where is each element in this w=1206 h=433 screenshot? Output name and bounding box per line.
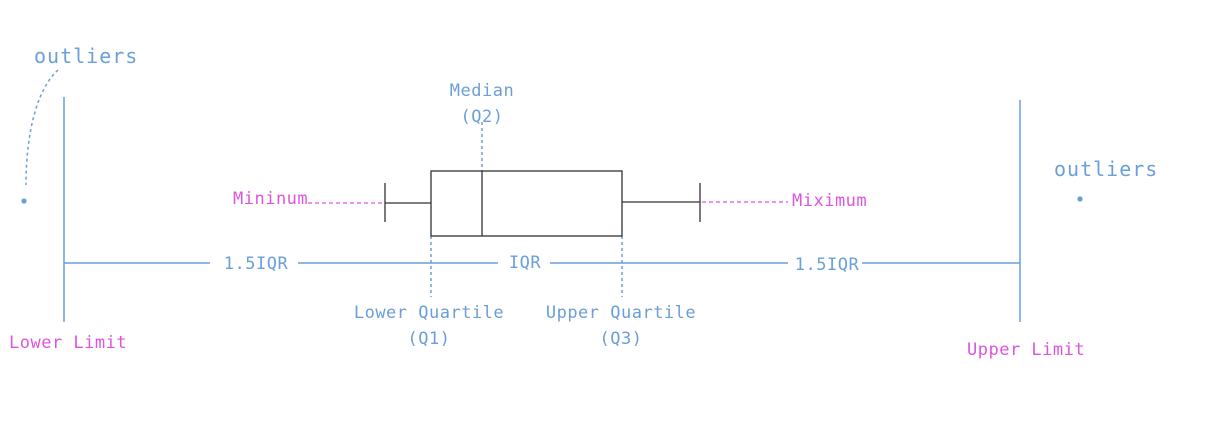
outliers-left-label: outliers (34, 44, 138, 68)
maximum-label: Miximum (792, 191, 867, 211)
upper-limit-label: Upper Limit (967, 340, 1085, 360)
median-q2-label: (Q2) (461, 107, 504, 127)
q1-sub-label: (Q1) (408, 329, 451, 349)
minimum-label: Mininum (233, 189, 308, 209)
iqr-box (430, 170, 623, 237)
q3-sub-label: (Q3) (600, 329, 643, 349)
lower-iqr-label: 1.5IQR (224, 254, 289, 274)
iqr-label: IQR (509, 253, 541, 273)
outlier-point-left (21, 198, 27, 204)
upper-iqr-label: 1.5IQR (795, 255, 860, 275)
outlier-point-right (1077, 196, 1083, 202)
outlier-pointer (25, 69, 59, 186)
iqr-label-bg (498, 252, 550, 274)
lower-iqr-label-bg (210, 252, 298, 274)
lower-limit-label: Lower Limit (9, 333, 127, 353)
q1-label: Lower Quartile (354, 303, 504, 323)
q3-label: Upper Quartile (546, 303, 696, 323)
outliers-right-label: outliers (1054, 157, 1158, 181)
median-label: Median (450, 81, 514, 101)
upper-iqr-label-bg (788, 252, 862, 274)
